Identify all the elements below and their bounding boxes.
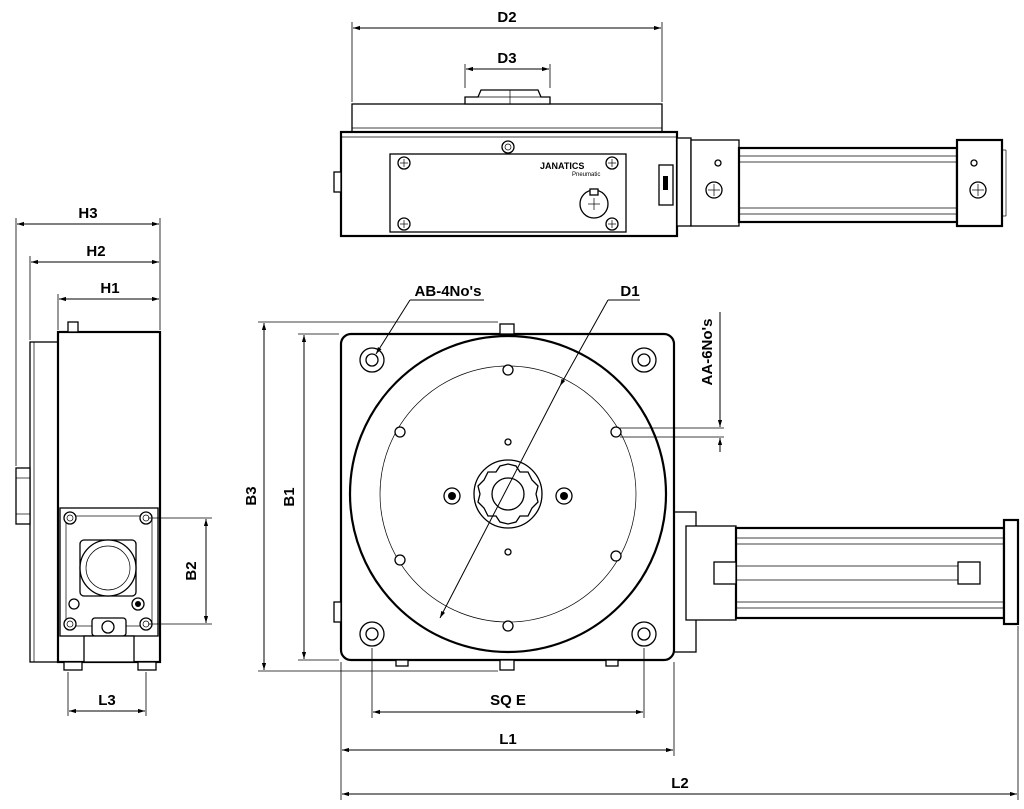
front-view: D1 AB-4No's AA-6No's B1 B3 SQ E L1 L2 [243, 283, 1020, 800]
dim-ab: AB-4No's [415, 283, 482, 300]
dim-h1: H1 [100, 280, 119, 297]
dim-d1: D1 [620, 283, 639, 300]
dim-l3: L3 [98, 692, 116, 709]
mounting-hole-icon [394, 364, 622, 632]
side-view-plate [29, 341, 59, 663]
hub-bolt-icon [443, 487, 573, 505]
dim-sqe: SQ E [490, 692, 526, 709]
top-view-plate [351, 103, 663, 133]
dim-l2: L2 [671, 775, 689, 792]
dim-b1: B1 [281, 487, 298, 506]
dim-b3: B3 [243, 486, 260, 505]
brand-sub: Pneumatic [572, 172, 600, 178]
dim-d3: D3 [497, 50, 516, 67]
top-view-adapter [676, 137, 692, 227]
grease-nipple-icon [501, 140, 515, 154]
dim-h2: H2 [86, 243, 105, 260]
side-view-hub [15, 467, 31, 525]
nameplate-screw-icon [397, 156, 619, 231]
dim-h3: H3 [78, 205, 97, 222]
brand-name: JANATICS [540, 161, 584, 171]
dim-aa: AA-6No's [699, 319, 716, 386]
port-icon [579, 188, 609, 219]
top-view-cylinder [737, 146, 959, 224]
dim-b2: B2 [183, 561, 200, 580]
dim-l1: L1 [499, 731, 517, 748]
top-view: JANATICS Pneumatic D2 [333, 9, 1007, 238]
cylinder-port-icon [705, 159, 987, 199]
side-view: H3 H2 H1 B2 L3 [15, 205, 212, 716]
corner-hole-icon [359, 347, 657, 647]
dim-d2: D2 [497, 9, 516, 26]
